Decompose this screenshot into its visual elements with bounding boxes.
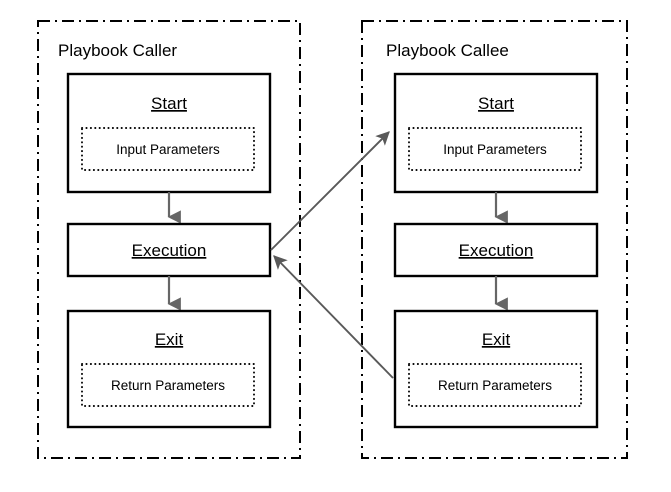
node-caller-exit-param-box — [81, 363, 255, 407]
node-caller-start-box[interactable] — [66, 72, 272, 194]
node-callee-start-title: Start — [478, 94, 514, 113]
node-callee-exit-param-box — [408, 363, 582, 407]
node-caller-start[interactable]: Start Input Parameters — [66, 72, 272, 194]
node-caller-execution[interactable]: Execution — [66, 222, 272, 278]
node-callee-exit-title: Exit — [482, 330, 511, 349]
node-callee-start-param-label: Input Parameters — [443, 142, 547, 157]
panel-callee-border — [361, 20, 628, 459]
node-callee-exit-box[interactable] — [393, 309, 599, 429]
node-caller-start-title: Start — [151, 94, 187, 113]
node-caller-exit-box[interactable] — [66, 309, 272, 429]
panel-caller-border — [37, 20, 301, 459]
node-caller-exit[interactable]: Exit Return Parameters — [66, 309, 272, 429]
arrow-call-return — [273, 255, 394, 379]
node-callee-execution-title: Execution — [459, 241, 534, 260]
node-caller-execution-title: Execution — [132, 241, 207, 260]
node-callee-exit[interactable]: Exit Return Parameters — [393, 309, 599, 429]
panel-playbook-caller: Playbook Caller Start Input Parameters E… — [37, 20, 301, 459]
node-caller-exit-param-label: Return Parameters — [111, 378, 225, 393]
node-caller-start-param-label: Input Parameters — [116, 142, 220, 157]
node-callee-start[interactable]: Start Input Parameters — [393, 72, 599, 194]
node-caller-start-param-box — [81, 127, 255, 171]
arrow-call-invoke — [270, 131, 390, 251]
panel-callee-title: Playbook Callee — [386, 41, 509, 60]
node-callee-execution-box[interactable] — [393, 222, 599, 278]
node-caller-exit-title: Exit — [155, 330, 184, 349]
node-callee-start-box[interactable] — [393, 72, 599, 194]
node-callee-execution[interactable]: Execution — [393, 222, 599, 278]
panel-caller-title: Playbook Caller — [58, 41, 177, 60]
node-callee-start-param-box — [408, 127, 582, 171]
panel-playbook-callee: Playbook Callee Start Input Parameters E… — [361, 20, 628, 459]
node-caller-execution-box[interactable] — [66, 222, 272, 278]
node-callee-exit-param-label: Return Parameters — [438, 378, 552, 393]
